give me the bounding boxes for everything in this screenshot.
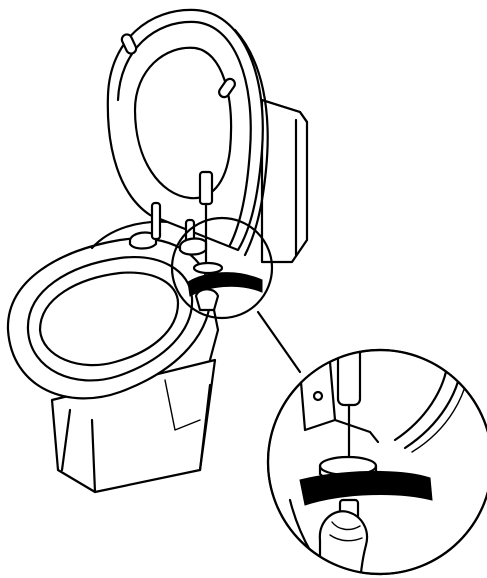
toilet-seat-lid (108, 10, 268, 255)
toilet-tank (262, 100, 307, 262)
toilet-bowl (8, 222, 218, 492)
detail-enlargement (268, 345, 487, 578)
